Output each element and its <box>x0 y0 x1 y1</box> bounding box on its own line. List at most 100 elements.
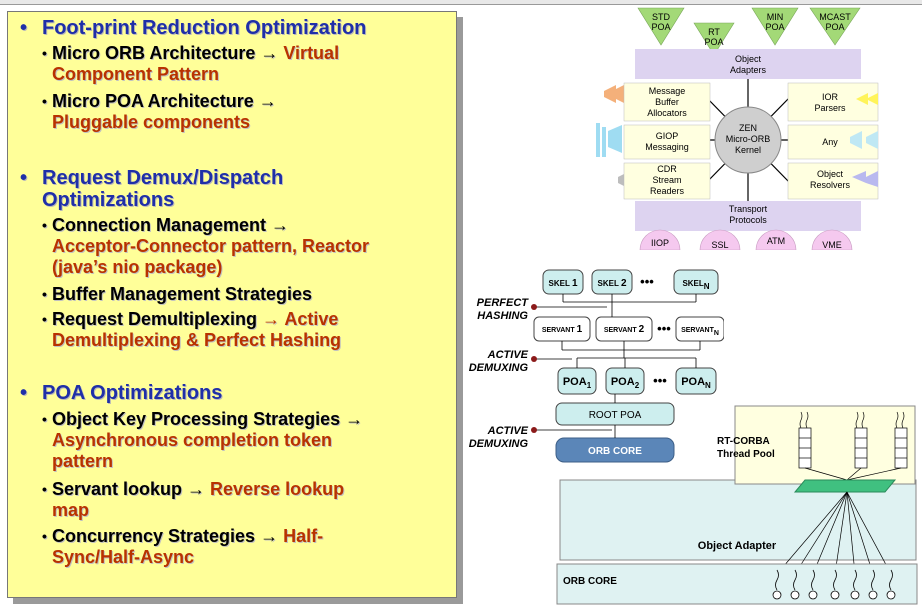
protocol-ssl-label: SSL <box>711 240 728 250</box>
adapter-min-label: MIN <box>767 12 784 22</box>
svg-text:Micro-ORB: Micro-ORB <box>726 134 771 144</box>
cdr-stream-readers-box <box>623 162 711 200</box>
active-demuxing-label-2: DEMUXING <box>469 362 529 374</box>
active-demuxing-label-3: ACTIVE <box>487 425 529 437</box>
object-adapters-label-2: Adapters <box>730 65 767 75</box>
plugin-shape <box>596 123 600 157</box>
adapter-mcast-poa-label: POA <box>825 22 844 32</box>
arrow-icon: → <box>258 91 277 111</box>
thread-pool-box <box>734 405 916 485</box>
plugin-shape <box>866 93 878 105</box>
item-micro-poa: • Micro POA Architecture → Pluggable com… <box>42 91 277 132</box>
svg-text:Parsers: Parsers <box>814 103 846 113</box>
svg-text:Message: Message <box>649 86 686 96</box>
connection-endpoints <box>772 569 896 600</box>
perfect-hashing-label-2: HASHING <box>477 310 528 322</box>
arrow-icon: → <box>345 409 364 429</box>
bullet-dot: • <box>42 217 47 233</box>
svg-text:Resolvers: Resolvers <box>810 180 851 190</box>
ellipsis-icon: ••• <box>657 321 671 336</box>
svg-text:Messaging: Messaging <box>645 142 689 152</box>
ellipsis-icon: ••• <box>640 274 654 289</box>
bullet-dot: • <box>42 286 47 302</box>
connection-fan-lines <box>776 491 892 575</box>
active-demuxing-label: ACTIVE <box>487 349 529 361</box>
adapter-rt-label: RT <box>708 27 720 37</box>
thread-stacks <box>798 411 908 481</box>
any-box <box>787 124 879 160</box>
svg-text:Transport: Transport <box>729 204 768 214</box>
bullet-dot: • <box>42 411 47 427</box>
plugin-shape <box>602 127 606 157</box>
svg-text:CDR: CDR <box>657 164 677 174</box>
plugin-shape <box>612 85 624 103</box>
svg-text:SKEL 1: SKEL 1 <box>549 278 578 289</box>
arrow-icon: → <box>260 43 279 63</box>
svg-text:ZEN: ZEN <box>739 123 757 133</box>
heading-footprint: • Foot-print Reduction Optimization <box>20 17 367 39</box>
svg-text:Readers: Readers <box>650 186 685 196</box>
adapter-triangles <box>637 7 861 56</box>
item-connection-management: • Connection Management → Acceptor-Conne… <box>42 215 370 277</box>
bullet-dot: • <box>42 45 47 61</box>
adapter-std-label: STD <box>652 12 671 22</box>
svg-text:SERVANT 1: SERVANT 1 <box>542 324 583 335</box>
arrow-icon: → <box>260 526 279 546</box>
svg-text:GIOP: GIOP <box>656 131 679 141</box>
demux-arrows <box>534 306 612 431</box>
plugin-shape <box>866 131 878 149</box>
svg-text:Kernel: Kernel <box>735 145 761 155</box>
active-demuxing-label-4: DEMUXING <box>469 438 529 450</box>
item-object-key: • Object Key Processing Strategies → Asy… <box>42 409 364 471</box>
object-adapters-label: Object <box>735 54 762 64</box>
orb-core-label: ORB CORE <box>588 446 642 457</box>
transport-protocols-band <box>635 201 861 231</box>
svg-text:SKELN: SKELN <box>682 279 709 291</box>
adapter-min-poa-label: POA <box>765 22 784 32</box>
zen-orb-diagram: STD POA RT POA MIN POA MCAST POA Object … <box>596 7 879 250</box>
plugin-shape <box>852 171 866 183</box>
plugin-shape <box>856 93 868 105</box>
thread-pool-diagram: Object Adapter RT-CORBA Thread Pool ORB … <box>556 405 918 605</box>
root-poa-label: ROOT POA <box>589 410 642 421</box>
bullet-dot: • <box>42 311 47 327</box>
demux-tree-lines <box>561 294 701 438</box>
message-buffer-allocators-box <box>623 82 711 122</box>
bullet-dot: • <box>20 17 28 39</box>
bullet-panel: • Foot-print Reduction Optimization • Mi… <box>7 11 457 598</box>
object-adapter-box <box>559 479 917 561</box>
bullet-dot: • <box>20 382 28 404</box>
item-buffer-management: • Buffer Management Strategies <box>42 284 313 304</box>
plugin-shape <box>608 125 622 153</box>
thread-pool-label-2: Thread Pool <box>717 449 775 460</box>
bullet-dot: • <box>20 167 28 189</box>
svg-text:SKEL 2: SKEL 2 <box>598 278 627 289</box>
bullet-dot: • <box>42 481 47 497</box>
protocol-vme-label: VME <box>822 240 842 250</box>
plugin-shape <box>850 131 862 149</box>
plugin-shape <box>866 171 878 187</box>
arrow-tail-dots <box>531 304 537 433</box>
svg-text:IOR: IOR <box>822 92 839 102</box>
adapter-mcast-label: MCAST <box>819 12 851 22</box>
plugin-shape <box>604 85 616 103</box>
svg-text:Protocols: Protocols <box>729 215 767 225</box>
object-adapters-band <box>635 49 861 79</box>
giop-messaging-box <box>623 124 711 160</box>
zen-kernel-circle <box>714 106 782 174</box>
svg-text:POA2: POA2 <box>611 376 640 390</box>
svg-text:SERVANT 2: SERVANT 2 <box>604 324 645 335</box>
svg-text:Allocators: Allocators <box>647 108 687 118</box>
arrow-icon: → <box>271 215 290 235</box>
arrow-icon: → <box>187 479 206 499</box>
heading-poa: • POA Optimizations <box>20 382 223 404</box>
svg-text:Buffer: Buffer <box>655 97 679 107</box>
svg-text:POAN: POAN <box>681 376 711 390</box>
adapter-std-poa-label: POA <box>651 22 670 32</box>
adapter-rt-poa-label: POA <box>704 37 723 47</box>
item-concurrency: • Concurrency Strategies → Half- Sync/Ha… <box>42 526 324 567</box>
dispatch-trapezoid <box>793 479 897 493</box>
svg-text:Stream: Stream <box>652 175 681 185</box>
svg-text:Object: Object <box>817 169 844 179</box>
protocol-iiop-label: IIOP <box>651 238 669 248</box>
